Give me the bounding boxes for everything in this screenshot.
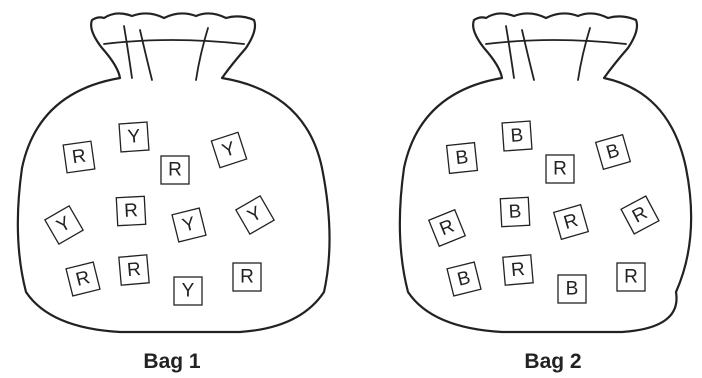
bag-1-tile: R: [233, 263, 261, 291]
bag-2: B B R B R B R R: [400, 13, 691, 373]
bag-2-tile: R: [546, 155, 574, 183]
bag-2-tile: R: [617, 263, 645, 291]
bag-2-tile: R: [503, 255, 533, 285]
bag-2-label: Bag 2: [524, 350, 581, 373]
svg-text:B: B: [510, 125, 524, 147]
bag-1-label: Bag 1: [143, 350, 201, 373]
bag-1-tile: Y: [172, 208, 206, 242]
svg-text:R: R: [553, 159, 567, 180]
svg-text:R: R: [510, 259, 526, 281]
bag-2-tile: B: [558, 275, 586, 303]
bag-1-tile: R: [161, 156, 189, 184]
bag-2-tile: B: [500, 197, 529, 226]
svg-text:B: B: [455, 147, 470, 169]
bag-2-tile: B: [447, 262, 481, 296]
svg-text:R: R: [124, 200, 139, 222]
svg-text:R: R: [71, 146, 88, 169]
bag-2-tile: B: [447, 143, 478, 174]
bag-1-tile: R: [119, 255, 149, 285]
svg-text:Y: Y: [127, 126, 141, 148]
bag-1: R Y R Y Y R Y Y: [18, 13, 330, 373]
bag-1-tile: Y: [119, 122, 149, 152]
svg-text:Y: Y: [182, 281, 195, 302]
svg-text:R: R: [126, 259, 142, 281]
svg-text:R: R: [240, 267, 254, 288]
bag-1-tile: R: [116, 196, 145, 225]
bag-1-tile: Y: [174, 277, 202, 305]
svg-text:R: R: [624, 267, 638, 288]
bag-2-tile: B: [502, 121, 532, 151]
svg-text:B: B: [508, 201, 522, 223]
bag-1-tile: R: [66, 262, 100, 296]
svg-text:B: B: [566, 279, 579, 300]
svg-text:R: R: [168, 160, 182, 181]
bag-1-tile: R: [63, 141, 95, 173]
